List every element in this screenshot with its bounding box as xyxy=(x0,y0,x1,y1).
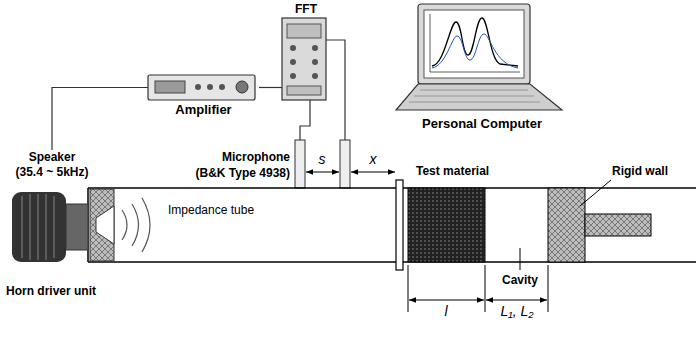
fft-analyser: FFT xyxy=(282,2,330,100)
leader-line xyxy=(580,180,611,206)
signal-wire xyxy=(326,40,345,140)
fft-knob xyxy=(290,45,296,51)
rigid-wall xyxy=(548,188,585,262)
dimension-symbol: l xyxy=(438,304,454,319)
keyboard xyxy=(409,90,540,102)
fft-knob xyxy=(312,59,318,65)
microphone-symbol xyxy=(340,140,350,188)
fft-rack xyxy=(282,18,326,100)
screen-area xyxy=(424,10,524,78)
dimension-line xyxy=(486,300,547,301)
tube-wall xyxy=(88,261,696,263)
laptop-screen xyxy=(418,4,530,84)
tube-wall xyxy=(88,187,696,189)
dimension-line xyxy=(351,172,395,173)
extension-line xyxy=(485,265,486,312)
speaker-label: Speaker(35.4 ~ 5kHz) xyxy=(4,150,100,180)
test-material xyxy=(408,188,485,262)
part-name: Impedance tube xyxy=(168,203,278,218)
part-name: Cavity xyxy=(490,273,550,288)
dimension-symbol: L₁, L₂ xyxy=(486,304,548,319)
fft-panel xyxy=(287,24,321,38)
amplifier-display xyxy=(155,81,185,93)
amplifier-knob xyxy=(236,81,248,93)
horn-plug xyxy=(90,189,114,261)
sound-wave xyxy=(122,210,127,240)
driver-ribs xyxy=(22,194,54,260)
signal-cable xyxy=(52,88,148,151)
fft-knob xyxy=(312,73,318,79)
plot-axes xyxy=(430,14,520,72)
laptop-base xyxy=(396,84,562,110)
extension-line xyxy=(548,265,549,312)
amplifier-body xyxy=(148,75,255,100)
part-name: Rigid wall xyxy=(612,164,692,179)
sound-wave xyxy=(132,204,139,246)
driver-neck xyxy=(66,204,88,250)
device-label: Amplifier xyxy=(148,102,259,117)
dimension-symbol: s xyxy=(314,152,330,167)
device-label: FFT xyxy=(282,2,330,17)
device-label: (35.4 ~ 5kHz) xyxy=(4,165,100,180)
part-name: Microphone xyxy=(160,150,290,165)
signal-cable xyxy=(259,87,282,88)
fft-panel xyxy=(287,86,321,95)
device-label: Speaker xyxy=(4,150,100,165)
horn-driver xyxy=(12,192,66,262)
computer-device: Personal Computer xyxy=(395,2,569,134)
dimension-line xyxy=(306,172,339,173)
extension-line xyxy=(408,265,409,312)
signal-wire xyxy=(300,100,310,140)
dimension-symbol: x xyxy=(365,152,381,167)
amplifier-device: Amplifier xyxy=(148,75,259,120)
tube-flange xyxy=(396,180,403,270)
sound-wave xyxy=(142,198,150,252)
plot-curve xyxy=(432,34,518,68)
piston-rod xyxy=(585,214,651,236)
dimension-line xyxy=(409,300,484,301)
part-name: Test material xyxy=(416,164,526,179)
horn-opening xyxy=(96,206,114,244)
plot-curve xyxy=(432,18,518,66)
device-label: Personal Computer xyxy=(395,116,569,131)
part-name: Horn driver unit xyxy=(6,284,136,299)
amplifier-knob xyxy=(219,84,225,90)
amplifier-knob xyxy=(195,84,201,90)
amplifier-knob xyxy=(207,84,213,90)
microphone-symbol xyxy=(295,140,305,188)
fft-knob xyxy=(290,59,296,65)
fft-knob xyxy=(312,45,318,51)
part-spec: (B&K Type 4938) xyxy=(160,166,290,181)
fft-knob xyxy=(290,73,296,79)
leader-line xyxy=(520,248,521,270)
